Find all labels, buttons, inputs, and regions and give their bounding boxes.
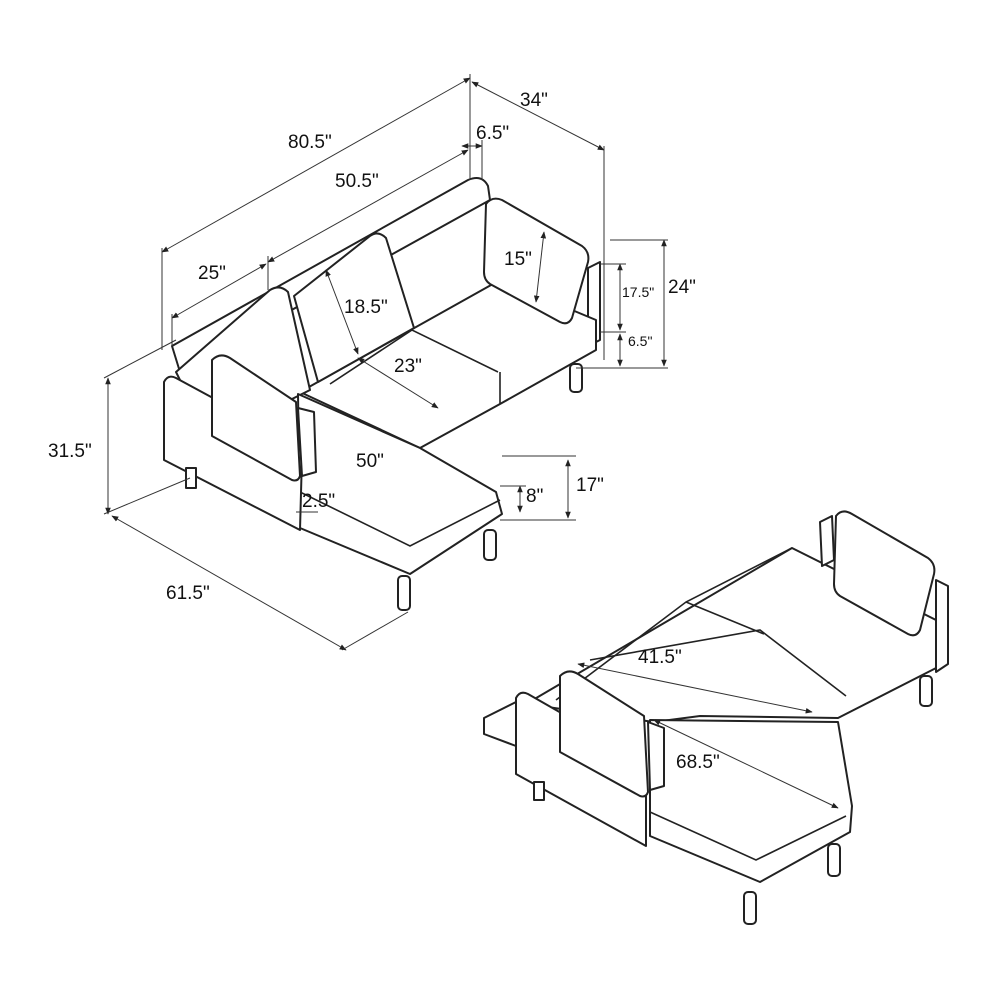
label-seat-height: 17" xyxy=(576,475,604,496)
bed-leg-left xyxy=(533,781,545,801)
dim-line-overall-width xyxy=(111,515,347,651)
bed-right-arm-panel xyxy=(935,579,949,673)
label-seat-thickness: 8" xyxy=(526,486,544,507)
label-chaise-seat-width: 25" xyxy=(198,263,226,284)
bed-leg-back xyxy=(919,675,933,707)
label-total-height: 24" xyxy=(668,277,696,298)
dimension-lines-upright xyxy=(103,74,668,651)
dim-line-bed-width xyxy=(577,662,813,714)
dim-line-depth xyxy=(471,81,605,151)
sectional-sofa-bed xyxy=(483,510,949,925)
dim-line-seat-depth xyxy=(357,357,439,409)
left-arm-side-pad xyxy=(297,407,317,477)
leg-front xyxy=(397,575,411,611)
dimension-lines-bed xyxy=(577,662,839,809)
dim-line-chaise-width xyxy=(171,263,267,319)
bed-left-arm-pad xyxy=(647,721,665,791)
bed-leg-chaise xyxy=(827,843,841,877)
bed-back-cushion xyxy=(833,510,936,637)
label-depth: 34" xyxy=(520,90,548,111)
leg-chaise-right xyxy=(483,529,497,561)
left-arm-cushion xyxy=(211,354,301,482)
label-arm-width: 6.5" xyxy=(476,123,510,144)
bed-right-arm xyxy=(819,515,835,567)
dim-line-seat-width xyxy=(267,149,469,263)
label-chaise-length: 50" xyxy=(356,451,384,472)
label-leg-height-side: 6.5" xyxy=(628,333,653,349)
bed-chaise-front xyxy=(649,811,847,861)
label-overall-length: 80.5" xyxy=(288,132,332,153)
label-back-height: 15" xyxy=(504,249,532,270)
label-overall-width: 61.5" xyxy=(166,583,210,604)
bed-leg-front xyxy=(743,891,757,925)
label-bed-length: 68.5" xyxy=(676,752,720,773)
label-height: 31.5" xyxy=(48,441,92,462)
dim-line-back-cushion xyxy=(325,269,359,355)
label-seat-width: 50.5" xyxy=(335,171,379,192)
bed-cushion-seam xyxy=(685,601,765,635)
bed-left-tray xyxy=(483,701,517,747)
dim-line-back-height xyxy=(533,231,547,303)
label-seat-depth: 23" xyxy=(394,356,422,377)
dim-line-bed-length xyxy=(653,719,839,809)
sectional-sofa-upright xyxy=(163,177,601,611)
label-bed-width: 41.5" xyxy=(638,647,682,668)
label-back-cushion-depth: 18.5" xyxy=(344,297,388,318)
label-arm-thickness: 2.5" xyxy=(302,491,336,512)
leg-left xyxy=(185,467,197,489)
leg-back-right xyxy=(569,363,583,393)
bed-middle-seam xyxy=(589,629,847,697)
label-back-above-seat: 17.5" xyxy=(622,284,655,300)
chaise-front-edge xyxy=(299,491,501,547)
